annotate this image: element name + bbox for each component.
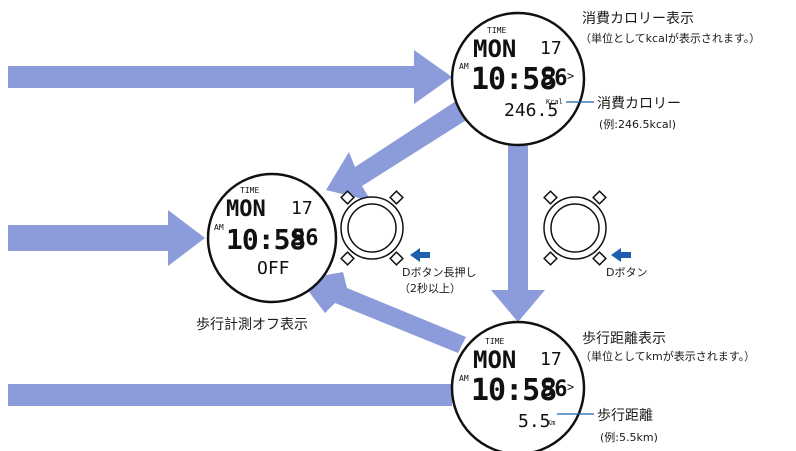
ampm-text: AM [459,62,469,71]
day-text: MON [226,197,266,222]
seconds-text: 56 [541,377,568,402]
arrow-calorie-to-distance [491,140,545,322]
calorie-value-text: 246.5 [504,100,558,121]
time-text: 10:58 [226,223,305,256]
watch-calorie-display: TIME MON 17 AM 10:58 56 > 246.5 Kcal [450,11,586,147]
distance-name-label: 歩行距離 [597,407,653,424]
arrow-into-calorie-display [8,50,452,104]
flow-arrows [8,50,545,406]
d-button-pointer-icon [410,248,430,262]
arrow-distance-to-off [300,272,466,353]
indicator-icon: > [567,380,574,394]
date-text: 17 [291,198,313,219]
date-text: 17 [540,38,562,59]
ampm-text: AM [459,374,469,383]
day-text: MON [473,35,516,63]
time-label: TIME [240,186,259,195]
d-button-long-press-label: Dボタン長押し [402,265,476,279]
calorie-example-label: (例:246.5kcal) [599,117,676,131]
d-button-pointer-icon [611,248,631,262]
distance-display-subtitle: （単位としてkmが表示されます。） [580,349,755,363]
off-value-text: OFF [257,258,290,279]
arrow-calorie-to-off [326,101,468,201]
seconds-text: 56 [541,66,568,91]
watch-distance-display: TIME MON 17 AM 10:58 56 > 5.5 Km [450,320,586,451]
seconds-text: 56 [292,226,319,251]
time-label: TIME [487,26,506,35]
ampm-text: AM [214,223,224,232]
distance-value-text: 5.5 [518,411,551,432]
d-button-label: Dボタン [606,266,647,279]
calorie-name-label: 消費カロリー [597,96,681,112]
arrow-into-off-display [8,210,205,266]
day-text: MON [473,346,516,374]
d-button-long-press-sub: （2秒以上） [399,281,461,295]
calorie-unit-text: Kcal [546,98,563,106]
distance-example-label: (例:5.5km) [600,430,658,444]
time-label: TIME [485,337,504,346]
watch-button-icon-long-press [340,190,404,266]
time-text: 10:58 [471,373,556,408]
distance-unit-text: Km [547,419,555,427]
indicator-icon: > [567,69,574,83]
time-text: 10:58 [471,62,556,97]
calorie-display-subtitle: （単位としてkcalが表示されます。） [580,31,760,45]
distance-display-title: 歩行距離表示 [582,330,666,347]
arrow-from-distance-display [8,384,452,406]
watch-button-icon-press [543,190,607,266]
watch-off-display: TIME MON 17 AM 10:58 56 OFF [206,172,338,304]
date-text: 17 [540,349,562,370]
off-display-title: 歩行計測オフ表示 [196,317,308,333]
calorie-display-title: 消費カロリー表示 [582,11,694,27]
